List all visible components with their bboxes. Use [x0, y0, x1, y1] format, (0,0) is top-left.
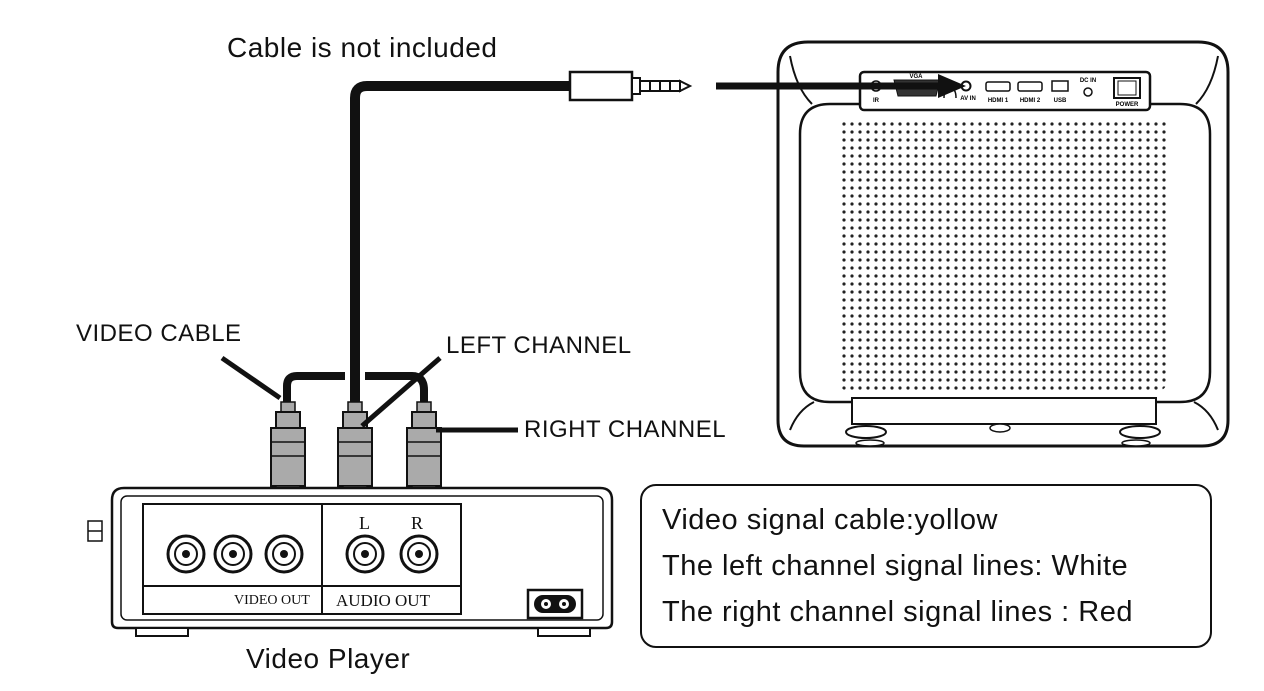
- legend-line-left: The left channel signal lines: White: [662, 550, 1129, 582]
- leader-left: [360, 356, 442, 428]
- video-player-label: Video Player: [246, 643, 411, 674]
- rca-cables: [220, 355, 518, 517]
- audio-out-jack-left[interactable]: [345, 534, 385, 574]
- left-channel-label: LEFT CHANNEL: [446, 332, 632, 359]
- port-label-usb: USB: [1054, 98, 1067, 104]
- plug-35mm-body: [568, 70, 634, 102]
- port-label-hdmi2: HDMI 2: [1020, 98, 1041, 104]
- video-out-label: VIDEO OUT: [234, 593, 310, 608]
- audio-out-label: AUDIO OUT: [336, 591, 430, 610]
- cable-note: Cable is not included: [227, 32, 498, 63]
- video-player-foot-left: [135, 627, 189, 637]
- audio-out-jack-right[interactable]: [399, 534, 439, 574]
- projector-foot-left: [845, 425, 887, 439]
- projector: IR VGA AV IN HDMI 1 HDMI 2 USB DC IN POW…: [776, 40, 1230, 448]
- av-cable: [350, 70, 966, 412]
- video-out-jack-3[interactable]: [264, 534, 304, 574]
- legend-line-right: The right channel signal lines : Red: [662, 596, 1133, 628]
- main-cable: [350, 81, 572, 412]
- right-channel-label: RIGHT CHANNEL: [524, 416, 727, 443]
- jack-label-l: L: [359, 513, 370, 533]
- power-socket-icon: [526, 588, 584, 620]
- video-player-foot-right: [537, 627, 591, 637]
- hdmi1-port[interactable]: [985, 81, 1011, 92]
- right-channel-plug: [406, 401, 442, 517]
- leader-video: [220, 355, 282, 401]
- projector-foot-right: [1119, 425, 1161, 439]
- video-player: [87, 486, 614, 637]
- port-label-vga: VGA: [909, 74, 923, 80]
- port-label-av-in: AV IN: [960, 96, 976, 102]
- dc-in-port[interactable]: [1083, 87, 1093, 97]
- port-label-dc-in: DC IN: [1080, 78, 1096, 84]
- legend-box: Video signal cable:yollow The left chann…: [640, 484, 1212, 648]
- jack-label-r: R: [411, 513, 424, 533]
- hdmi2-port[interactable]: [1017, 81, 1043, 92]
- port-label-hdmi1: HDMI 1: [988, 98, 1009, 104]
- video-cable-label: VIDEO CABLE: [76, 320, 242, 347]
- video-out-jack-1[interactable]: [166, 534, 206, 574]
- projector-base: [851, 397, 1157, 425]
- legend-line-video: Video signal cable:yollow: [662, 504, 999, 536]
- video-out-jack-2[interactable]: [213, 534, 253, 574]
- port-label-ir: IR: [873, 98, 880, 104]
- speaker-grille: [840, 118, 1166, 390]
- port-label-power: POWER: [1116, 102, 1139, 108]
- usb-port[interactable]: [1051, 80, 1069, 92]
